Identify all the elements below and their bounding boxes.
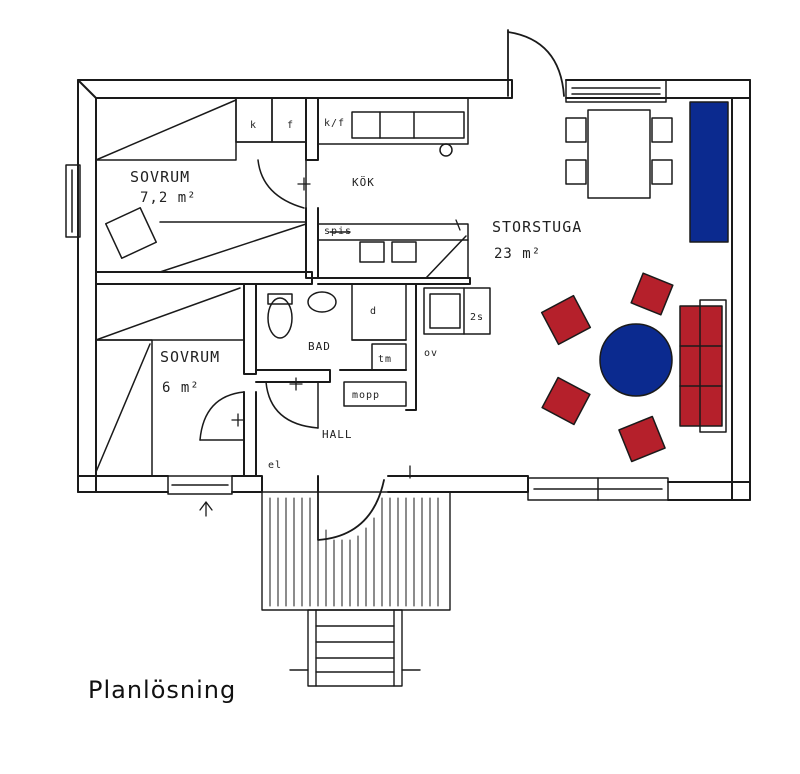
windows — [65, 79, 669, 501]
top-entry-door — [507, 29, 565, 97]
el-panel-label: el — [268, 460, 282, 471]
blue-round-table — [599, 323, 673, 397]
freezer-label: f — [287, 120, 294, 131]
laundry-label: tm — [378, 354, 392, 365]
bedroom-2-area: 6 m² — [162, 380, 200, 396]
bedroom-1-area: 7,2 m² — [140, 190, 197, 206]
kitchen-counter-label: k/f — [324, 118, 345, 129]
kitchen — [235, 97, 469, 279]
stove-label: spis — [324, 226, 352, 237]
living-room-name: STORSTUGA — [492, 218, 582, 236]
bedroom-1 — [95, 97, 307, 273]
dining-set — [565, 109, 673, 199]
kitchen-name: KÖK — [352, 176, 375, 189]
marks — [199, 177, 461, 517]
red-chairs — [540, 272, 674, 463]
hall-name: HALL — [322, 428, 353, 441]
blue-sofa — [689, 101, 729, 243]
living-room-area: 23 m² — [494, 246, 541, 262]
porch-planks — [269, 497, 439, 607]
bedroom-2-name: SOVRUM — [160, 348, 220, 366]
oven-label: ov — [424, 348, 438, 359]
floor-plan-caption: Planlösning — [88, 676, 237, 704]
porch — [261, 479, 451, 611]
mop-closet-label: mopp — [352, 390, 380, 401]
steps — [289, 609, 421, 687]
bathroom-name: BAD — [308, 340, 331, 353]
bedroom-2 — [95, 283, 245, 477]
bathroom — [265, 283, 407, 429]
oven-unit — [423, 287, 491, 335]
fridge-label: k — [250, 120, 257, 131]
shower-label: d — [370, 306, 377, 317]
red-sofa — [679, 299, 727, 433]
bedroom-1-name: SOVRUM — [130, 168, 190, 186]
hob-label: 2s — [470, 312, 484, 323]
